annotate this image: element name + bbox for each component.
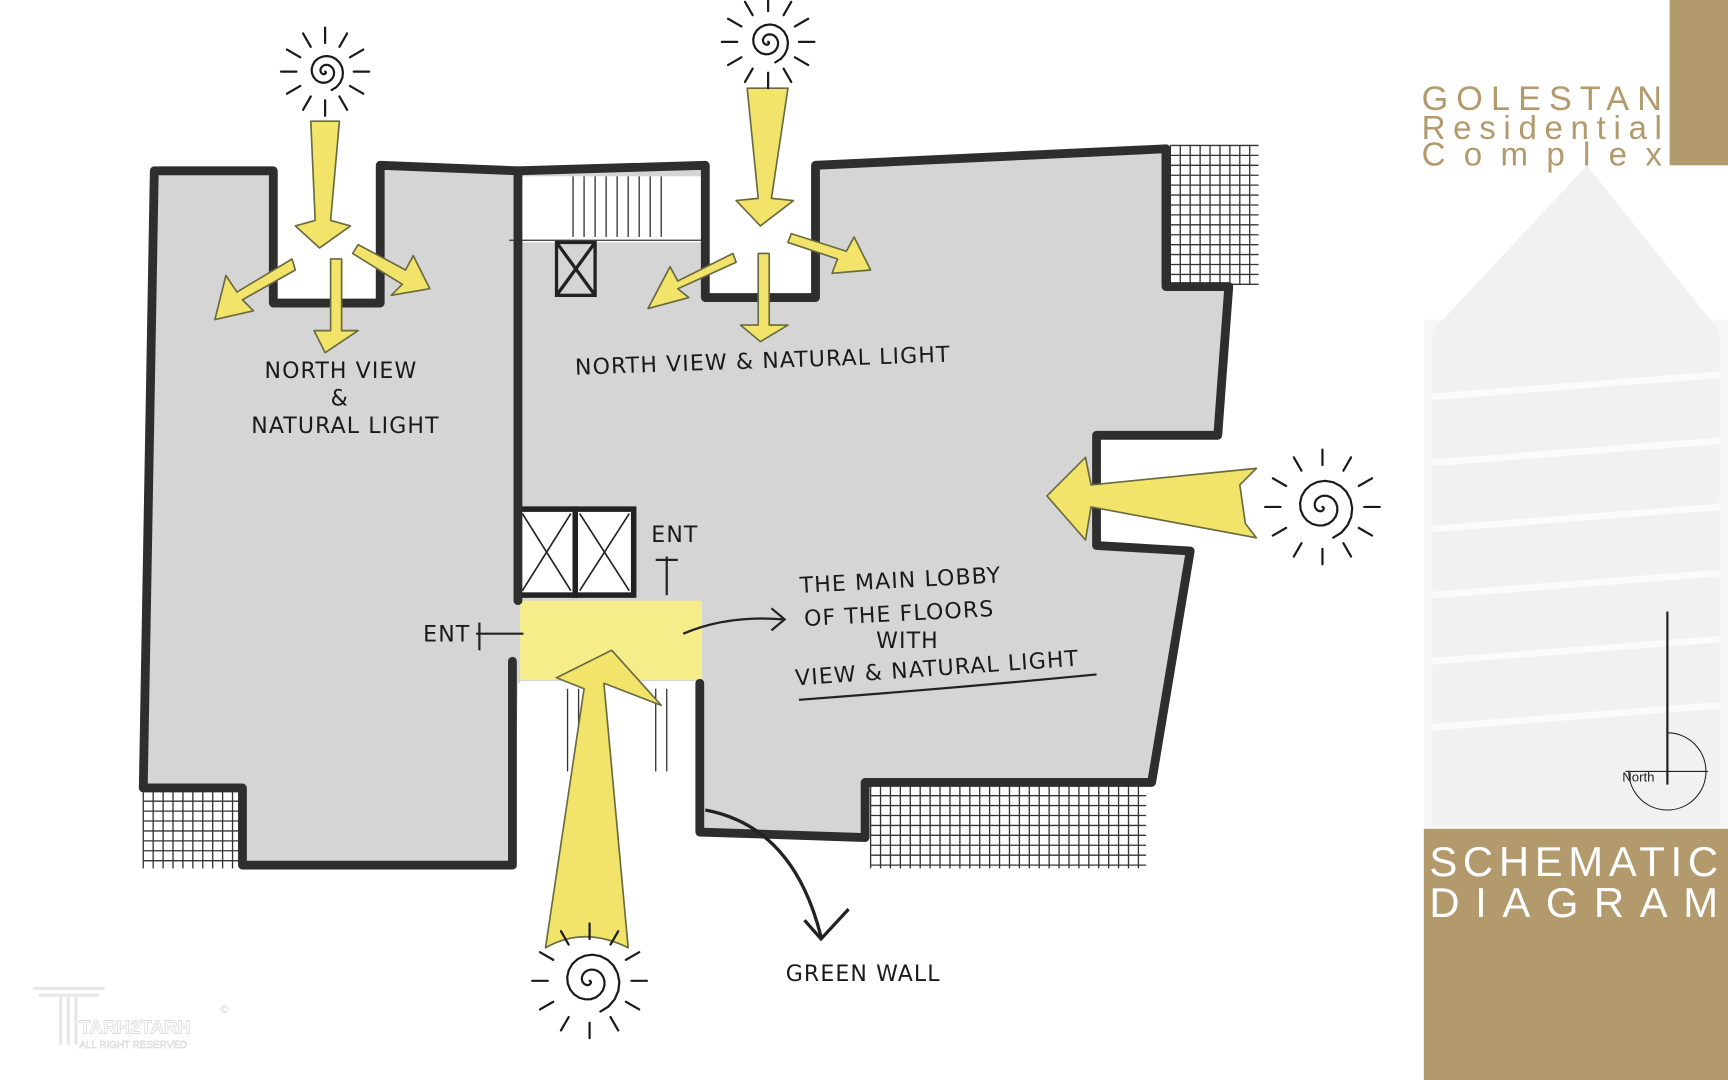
note-left-wing-1: NORTH VIEW bbox=[264, 359, 417, 384]
terrace-hatch bbox=[869, 785, 1147, 869]
note-ent-left: ENT bbox=[423, 622, 470, 647]
arrow-north-left bbox=[294, 120, 352, 249]
green-wall-arrow bbox=[705, 808, 850, 942]
sun-icon bbox=[720, 0, 816, 90]
sun-icon bbox=[531, 922, 648, 1040]
copyright-mark: © bbox=[220, 1004, 228, 1016]
walls bbox=[138, 144, 1234, 870]
arrow-east bbox=[1046, 456, 1258, 541]
shaft-box bbox=[554, 240, 597, 297]
logo-tagline: ALL RIGHT RESERVED bbox=[79, 1040, 187, 1051]
side-panel: GOLESTAN Residential Complex North SCHEM… bbox=[1422, 0, 1728, 1080]
note-ent-top: ENT bbox=[651, 523, 698, 548]
terrace-hatch bbox=[1169, 144, 1259, 285]
note-green-wall: GREEN WALL bbox=[786, 962, 941, 987]
elevators bbox=[515, 506, 637, 598]
tarh2tarh-logo: TARH2TARH ALL RIGHT RESERVED © bbox=[33, 986, 229, 1051]
stair-hatch bbox=[509, 176, 706, 241]
arrow-spread-right bbox=[647, 232, 872, 343]
ent-left-arrow bbox=[476, 622, 524, 651]
lobby-pointer-arrow bbox=[682, 607, 787, 635]
stair-top bbox=[520, 176, 704, 243]
north-arrow: North bbox=[1622, 611, 1709, 811]
arrow-spread-left bbox=[214, 243, 431, 354]
note-left-wing-3: NATURAL LIGHT bbox=[251, 414, 439, 439]
arrow-north-right bbox=[735, 87, 795, 227]
sun-icon bbox=[1264, 448, 1381, 566]
north-label: North bbox=[1622, 769, 1654, 784]
lobby-underline bbox=[798, 673, 1097, 701]
building-watermark bbox=[1423, 165, 1728, 827]
terrace-hatch bbox=[142, 790, 241, 869]
logo-name: TARH2TARH bbox=[79, 1017, 191, 1038]
gold-accent-bar bbox=[1669, 0, 1728, 166]
footer-panel bbox=[1423, 828, 1728, 1080]
sun-icon bbox=[279, 26, 371, 117]
ent-top-arrow bbox=[655, 556, 678, 596]
arrow-south bbox=[544, 649, 663, 949]
note-left-wing-2: & bbox=[331, 387, 349, 412]
light-arrows bbox=[214, 87, 1258, 949]
footer-schematic: SCHEMATIC bbox=[1429, 838, 1718, 885]
note-lobby-3: WITH bbox=[876, 629, 939, 654]
